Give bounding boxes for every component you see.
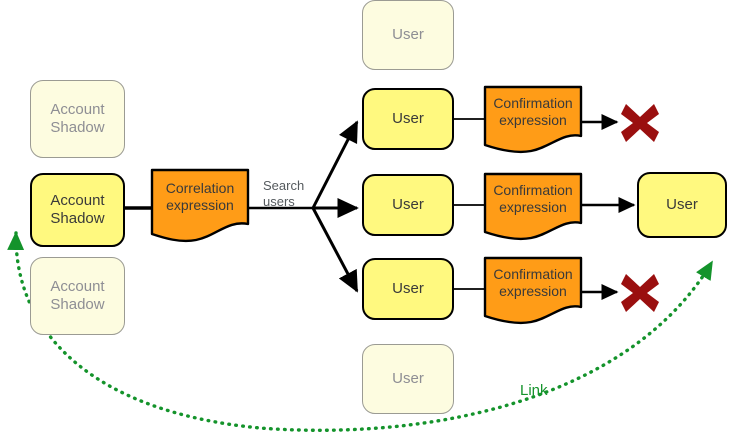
node-account-shadow-main[interactable]: Account Shadow: [30, 173, 125, 247]
edge-label-link: Link: [520, 382, 548, 399]
document-shape: [150, 168, 250, 243]
edge-label-text: Link: [520, 382, 548, 399]
node-account-shadow-top-faded: Account Shadow: [30, 80, 125, 158]
node-user-row3[interactable]: User: [362, 258, 454, 320]
connector-fanout-to-user-row1: [311, 120, 359, 209]
node-label: Account Shadow: [50, 278, 105, 313]
node-label: User: [392, 280, 424, 298]
node-user-bottom-faded: User: [362, 344, 454, 414]
node-label: Account Shadow: [50, 192, 105, 227]
node-confirmation-expression-row3[interactable]: Confirmation expression: [483, 256, 583, 328]
node-label: User: [392, 26, 424, 44]
connector-fanout-to-user-row3: [311, 207, 359, 293]
node-label: User: [666, 196, 698, 214]
node-user-result[interactable]: User: [637, 172, 727, 238]
node-user-top-faded: User: [362, 0, 454, 70]
node-label: Account Shadow: [50, 101, 105, 136]
x-mark-icon-row1: [617, 100, 663, 146]
x-mark-icon-row3: [617, 270, 663, 316]
node-label: User: [392, 196, 424, 214]
document-shape: [483, 172, 583, 241]
node-account-shadow-bottom-faded: Account Shadow: [30, 257, 125, 335]
node-confirmation-expression-row2[interactable]: Confirmation expression: [483, 172, 583, 244]
node-label: User: [392, 110, 424, 128]
document-shape: [483, 85, 583, 154]
node-label: User: [392, 370, 424, 388]
node-user-row2[interactable]: User: [362, 174, 454, 236]
edge-label-search-users: Search users: [263, 163, 321, 209]
document-shape: [483, 256, 583, 325]
node-confirmation-expression-row1[interactable]: Confirmation expression: [483, 85, 583, 157]
node-correlation-expression[interactable]: Correlation expression: [150, 168, 250, 246]
node-user-row1[interactable]: User: [362, 88, 454, 150]
edge-label-text: Search users: [263, 178, 305, 209]
